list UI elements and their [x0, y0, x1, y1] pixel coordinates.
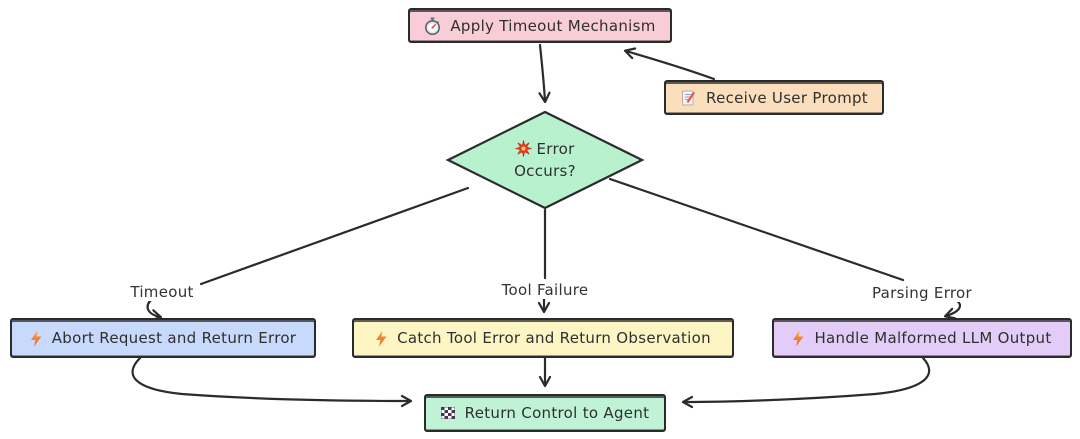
node-label: Error Occurs?: [514, 140, 576, 180]
node-label: Apply Timeout Mechanism: [450, 16, 656, 35]
lightning-icon: [30, 330, 42, 347]
edge-handle-to-return: [681, 356, 931, 409]
edge-apply-to-error: [538, 43, 551, 104]
collision-icon: [515, 140, 533, 157]
edge-abort-to-return: [131, 356, 413, 408]
node-catch-tool-error: Catch Tool Error and Return Observation: [352, 318, 734, 358]
lightning-icon: [375, 330, 387, 347]
memo-icon: [680, 90, 696, 106]
node-label: Receive User Prompt: [706, 88, 868, 107]
node-label: Handle Malformed LLM Output: [814, 329, 1052, 347]
node-abort-request: Abort Request and Return Error: [10, 318, 316, 358]
node-apply-timeout-mechanism: Apply Timeout Mechanism: [408, 8, 672, 43]
edge-label-tool-failure: Tool Failure: [498, 281, 592, 299]
stopwatch-icon: [424, 16, 441, 35]
checkered-flag-icon: [440, 407, 455, 419]
node-label: Abort Request and Return Error: [51, 329, 297, 347]
diamond-shape: [445, 110, 645, 210]
edge-error-to-parsing-line: [608, 177, 905, 282]
edge-error-to-timeout-line: [199, 186, 470, 286]
edge-label-parsing-error: Parsing Error: [869, 284, 975, 302]
node-label: Return Control to Agent: [464, 404, 650, 422]
edge-label-timeout: Timeout: [127, 283, 197, 301]
edge-timeout-hook: [146, 297, 163, 322]
lightning-icon: [792, 330, 804, 347]
node-label: Catch Tool Error and Return Observation: [397, 329, 711, 347]
node-receive-user-prompt: Receive User Prompt: [664, 80, 884, 115]
node-error-occurs: Error Occurs?: [445, 110, 645, 210]
edge-receive-to-apply: [623, 47, 716, 81]
node-return-control-to-agent: Return Control to Agent: [424, 394, 666, 432]
node-handle-malformed-output: Handle Malformed LLM Output: [772, 318, 1072, 358]
